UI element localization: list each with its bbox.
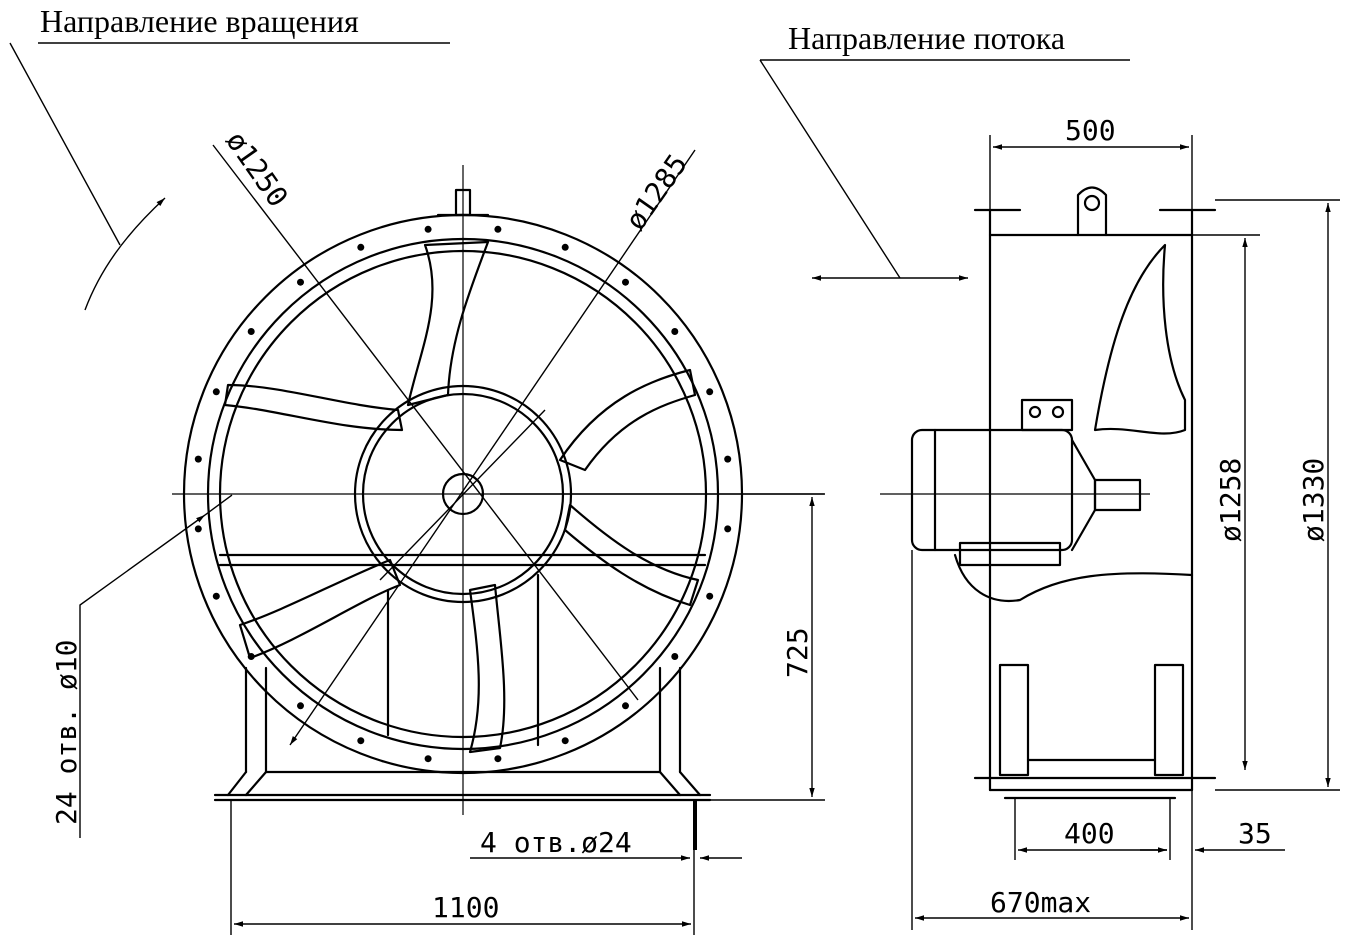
flange-bolt-hole xyxy=(424,225,432,233)
dim-500-label: 500 xyxy=(1065,114,1116,147)
stand-foot-left xyxy=(226,770,268,797)
flange-bolt-hole xyxy=(194,455,202,463)
side-stand-right xyxy=(1153,663,1185,777)
side-stand-left xyxy=(998,663,1030,777)
terminal-screw xyxy=(1028,405,1042,419)
blade xyxy=(223,383,404,432)
casing-cutaway xyxy=(953,553,1194,602)
dim-725-label: 725 xyxy=(781,627,814,678)
rotation-direction-label: Направление вращения xyxy=(40,3,359,39)
holes-24-leader xyxy=(79,514,206,838)
flange-bolt-hole xyxy=(671,328,679,335)
blade xyxy=(558,368,697,472)
rotation-leader xyxy=(9,42,121,246)
holes-24-label: 24 отв. ø10 xyxy=(50,640,83,825)
flange-bolt-hole xyxy=(494,225,502,233)
shaft-circle xyxy=(441,472,485,516)
flow-leader xyxy=(759,59,901,279)
motor-body xyxy=(910,428,1074,552)
motor-foot xyxy=(958,541,1062,567)
flange-bolt-hole xyxy=(561,243,569,251)
flange-bolt-hole xyxy=(424,755,432,763)
side-view xyxy=(880,135,1340,930)
curved-arrow-icon xyxy=(84,197,166,311)
dim-1100-label: 1100 xyxy=(432,891,499,924)
flange-bolt-hole xyxy=(724,455,732,463)
blade xyxy=(238,558,402,660)
stand xyxy=(213,553,712,850)
dia-1250-leader xyxy=(212,144,639,701)
flange-bolt-hole xyxy=(297,278,304,286)
flange-bolt-hole xyxy=(247,328,255,335)
flow-direction-label: Направление потока xyxy=(788,20,1065,56)
blade xyxy=(406,240,490,407)
dim-1258-label: ø1258 xyxy=(1214,458,1247,542)
impeller-blades xyxy=(223,240,700,754)
holes-24-leader-tick xyxy=(204,494,233,516)
flange-bolt-hole xyxy=(297,702,304,710)
flange-bolt-holes xyxy=(194,225,732,763)
side-top-lug xyxy=(1076,186,1108,237)
dim-400-label: 400 xyxy=(1064,817,1115,850)
dia-1285-leader xyxy=(289,149,696,746)
flange-bolt-hole xyxy=(622,702,629,710)
dim-1330-label: ø1330 xyxy=(1297,458,1330,542)
front-view xyxy=(79,144,825,935)
dim-35-label: 35 xyxy=(1238,817,1272,850)
terminal-screw xyxy=(1051,405,1065,419)
flange-bolt-hole xyxy=(706,592,714,600)
flange-bolt-hole xyxy=(494,755,502,763)
blade xyxy=(468,583,506,754)
flange-bolt-hole xyxy=(194,525,202,533)
dim-670-label: 670max xyxy=(990,886,1091,919)
flow-annotation xyxy=(759,59,1130,281)
stand-foot-right xyxy=(658,770,702,797)
motor-cone xyxy=(1070,438,1097,552)
terminal-box xyxy=(1020,398,1074,432)
flange-bolt-hole xyxy=(706,388,714,396)
side-lug-hole xyxy=(1083,194,1101,212)
flange-bolt-hole xyxy=(724,525,732,533)
flange-bolt-hole xyxy=(212,388,220,396)
flange-bolt-hole xyxy=(357,243,365,251)
flange-bolt-hole xyxy=(561,737,569,745)
dim-1285-label: ø1285 xyxy=(619,148,694,236)
motor-shaft xyxy=(1093,478,1142,512)
rotation-annotation xyxy=(9,42,450,311)
holes-4-label: 4 отв.ø24 xyxy=(480,826,632,859)
hub-diagonal xyxy=(379,409,546,581)
anchor-hole-marker xyxy=(693,800,697,850)
flange-bolt-hole xyxy=(671,653,679,660)
flange-bolt-hole xyxy=(212,592,220,600)
side-blade xyxy=(1093,243,1187,435)
flange-bolt-hole xyxy=(622,278,629,286)
flange-bolt-hole xyxy=(357,737,365,745)
